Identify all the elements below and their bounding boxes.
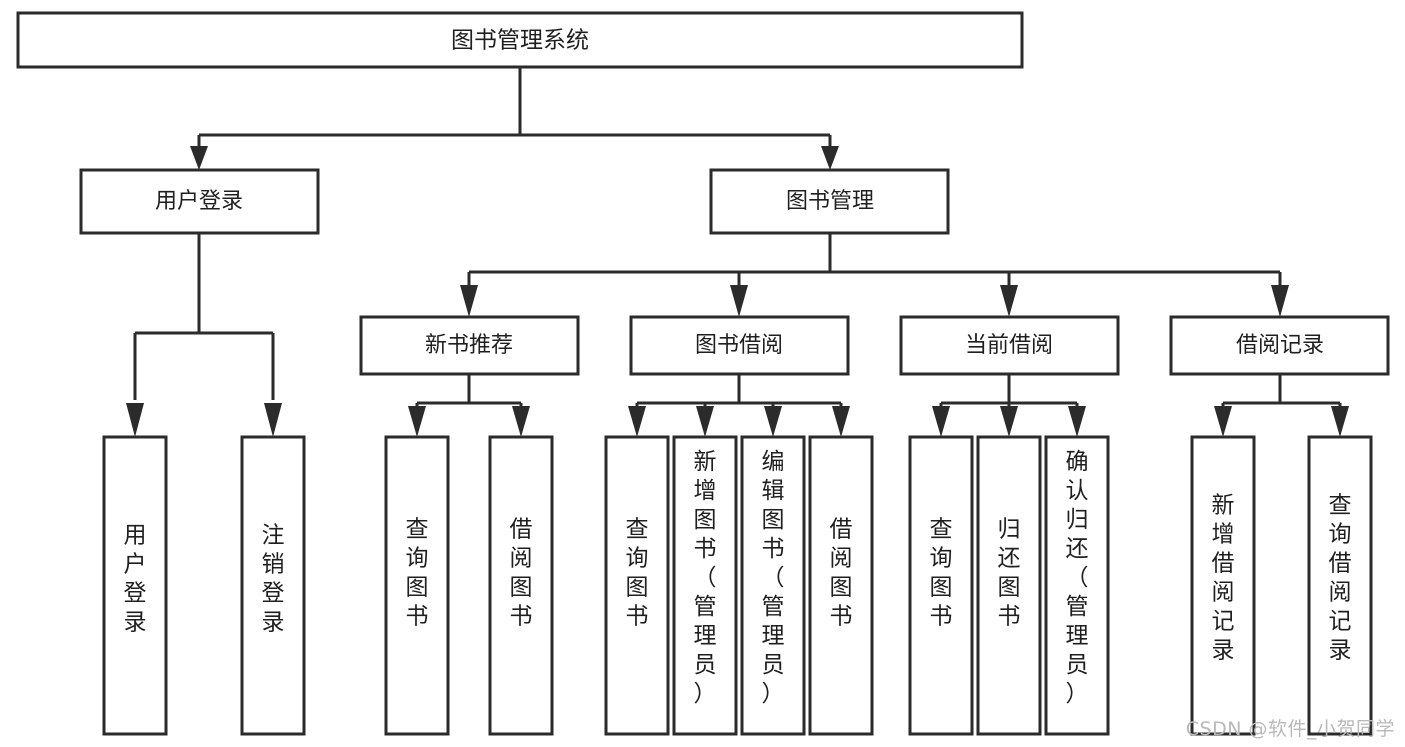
node-leaf-borrow-book-2[interactable]: 借阅图书: [808, 435, 874, 736]
node-leaf-return-book-label: 归还图书: [998, 517, 1021, 630]
node-current-borrow-label: 当前借阅: [965, 333, 1053, 358]
node-leaf-borrow-book-1-label: 借阅图书: [510, 517, 533, 630]
arrow-user-login: [190, 146, 208, 170]
node-leaf-user-login-box[interactable]: [102, 435, 168, 736]
node-leaf-query-book-3-label: 查询图书: [930, 517, 953, 630]
node-book-borrow-box[interactable]: [629, 315, 850, 376]
node-leaf-borrow-book-1-box[interactable]: [488, 435, 554, 736]
arrow-l3-3: [1000, 285, 1018, 317]
arrow-l3-1: [460, 285, 478, 317]
node-leaf-edit-book-box[interactable]: [740, 435, 806, 736]
node-root[interactable]: 图书管理系统: [16, 11, 1024, 69]
node-leaf-query-book-2[interactable]: 查询图书: [604, 435, 670, 736]
node-leaf-user-login[interactable]: 用户登录: [102, 435, 168, 736]
node-leaf-confirm-return[interactable]: 确认归还（管理员）: [1044, 435, 1110, 736]
node-leaf-query-book-3[interactable]: 查询图书: [908, 435, 974, 736]
node-leaf-user-logout-label: 注销登录: [262, 523, 285, 636]
arrow-l3-4: [1271, 285, 1289, 317]
arrow-cb-1: [932, 406, 950, 437]
node-leaf-query-record[interactable]: 查询借阅记录: [1307, 435, 1373, 736]
arrow-cb-2: [1000, 406, 1018, 437]
arrow-book-manage: [821, 146, 839, 170]
node-new-book-recommend[interactable]: 新书推荐: [359, 315, 580, 376]
arrow-nbr-1: [408, 406, 426, 437]
node-leaf-add-book-label: 新增图书（管理员）: [694, 449, 717, 707]
node-leaf-borrow-book-1[interactable]: 借阅图书: [488, 435, 554, 736]
node-current-borrow[interactable]: 当前借阅: [899, 315, 1120, 376]
arrow-bb-2: [696, 406, 714, 437]
node-new-book-recommend-label: 新书推荐: [425, 333, 513, 358]
node-leaf-confirm-return-box[interactable]: [1044, 435, 1110, 736]
node-leaf-query-book-1[interactable]: 查询图书: [384, 435, 450, 736]
node-root-box[interactable]: [16, 11, 1024, 69]
node-book-borrow-label: 图书借阅: [695, 333, 783, 358]
node-leaf-user-login-label: 用户登录: [124, 523, 147, 636]
node-leaf-borrow-book-2-box[interactable]: [808, 435, 874, 736]
node-leaf-user-logout[interactable]: 注销登录: [240, 435, 306, 736]
node-leaf-query-record-box[interactable]: [1307, 435, 1373, 736]
node-book-manage-label: 图书管理: [786, 189, 874, 214]
node-user-login-box[interactable]: [79, 168, 320, 235]
node-leaf-borrow-book-2-label: 借阅图书: [830, 517, 853, 630]
arrow-ul-leaf2: [264, 403, 282, 437]
arrow-br-2: [1331, 406, 1349, 437]
node-leaf-query-book-2-label: 查询图书: [626, 517, 649, 630]
node-leaf-add-record-label: 新增借阅记录: [1212, 493, 1235, 664]
node-leaf-query-record-label: 查询借阅记录: [1329, 493, 1352, 664]
node-leaf-query-book-1-label: 查询图书: [406, 517, 429, 630]
node-leaf-add-record-box[interactable]: [1190, 435, 1256, 736]
node-leaf-confirm-return-label: 确认归还（管理员）: [1066, 449, 1089, 707]
node-current-borrow-box[interactable]: [899, 315, 1120, 376]
node-book-manage-box[interactable]: [709, 168, 950, 235]
node-leaf-add-book-box[interactable]: [672, 435, 738, 736]
edge-layer: [126, 67, 1349, 437]
node-leaf-return-book[interactable]: 归还图书: [976, 435, 1042, 736]
node-borrow-record-label: 借阅记录: [1236, 333, 1324, 358]
node-leaf-add-record[interactable]: 新增借阅记录: [1190, 435, 1256, 736]
node-leaf-edit-book-label: 编辑图书（管理员）: [762, 449, 785, 707]
arrow-cb-3: [1068, 406, 1086, 437]
node-root-label: 图书管理系统: [451, 28, 589, 54]
node-book-manage[interactable]: 图书管理: [709, 168, 950, 235]
arrow-ul-leaf1: [126, 403, 144, 437]
arrow-l3-2: [730, 285, 748, 317]
node-book-borrow[interactable]: 图书借阅: [629, 315, 850, 376]
node-leaf-edit-book[interactable]: 编辑图书（管理员）: [740, 435, 806, 736]
csdn-watermark: CSDN @软件_小贺同学: [1185, 718, 1395, 740]
arrow-br-1: [1214, 406, 1232, 437]
node-user-login[interactable]: 用户登录: [79, 168, 320, 235]
node-borrow-record[interactable]: 借阅记录: [1169, 315, 1390, 376]
arrow-bb-1: [628, 406, 646, 437]
node-leaf-query-book-1-box[interactable]: [384, 435, 450, 736]
node-borrow-record-box[interactable]: [1169, 315, 1390, 376]
arrow-bb-3: [764, 406, 782, 437]
node-leaf-return-book-box[interactable]: [976, 435, 1042, 736]
node-leaf-query-book-3-box[interactable]: [908, 435, 974, 736]
arrow-bb-4: [832, 406, 850, 437]
node-leaf-query-book-2-box[interactable]: [604, 435, 670, 736]
node-leaf-user-logout-box[interactable]: [240, 435, 306, 736]
arrow-nbr-2: [512, 406, 530, 437]
node-user-login-label: 用户登录: [155, 189, 243, 214]
node-new-book-recommend-box[interactable]: [359, 315, 580, 376]
node-leaf-add-book[interactable]: 新增图书（管理员）: [672, 435, 738, 736]
